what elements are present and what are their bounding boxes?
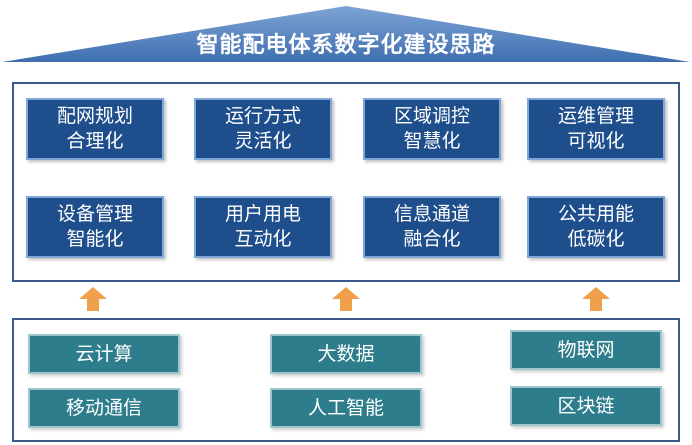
technology-card: 大数据 [270,334,422,374]
goal-line2: 灵活化 [234,130,292,152]
technology-card: 移动通信 [28,388,180,428]
page-title: 智能配电体系数字化建设思路 [196,33,496,58]
goal-line1: 运行方式 [224,105,301,127]
up-arrow-icon [79,287,107,311]
goal-card: 区域调控 智慧化 [363,98,501,160]
goal-card: 运维管理 可视化 [527,98,665,160]
goal-line2: 合理化 [66,130,124,152]
goal-line1: 信息通道 [393,203,470,225]
goal-line2: 互动化 [234,228,292,250]
goal-line2: 可视化 [567,130,625,152]
goal-line1: 配网规划 [56,105,133,127]
goal-line1: 区域调控 [393,105,470,127]
goal-card: 公共用能 低碳化 [527,196,665,258]
goal-card: 设备管理 智能化 [26,196,164,258]
goal-line1: 用户用电 [224,203,301,225]
goal-line1: 设备管理 [56,203,133,225]
goal-card: 运行方式 灵活化 [194,98,332,160]
goal-card: 信息通道 融合化 [363,196,501,258]
goal-line1: 公共用能 [557,203,634,225]
technology-card: 云计算 [28,334,180,374]
up-arrow-icon [332,287,360,311]
goal-line2: 智能化 [66,228,124,250]
technology-card: 物联网 [510,330,662,370]
roof-banner [2,6,690,62]
goal-line2: 低碳化 [567,228,625,250]
goal-line1: 运维管理 [557,105,634,127]
technology-card: 区块链 [510,386,662,426]
technology-card: 人工智能 [270,388,422,428]
goal-line2: 智慧化 [403,130,461,152]
up-arrow-icon [582,287,610,311]
goal-card: 用户用电 互动化 [194,196,332,258]
goal-line2: 融合化 [403,228,461,250]
goal-card: 配网规划 合理化 [26,98,164,160]
